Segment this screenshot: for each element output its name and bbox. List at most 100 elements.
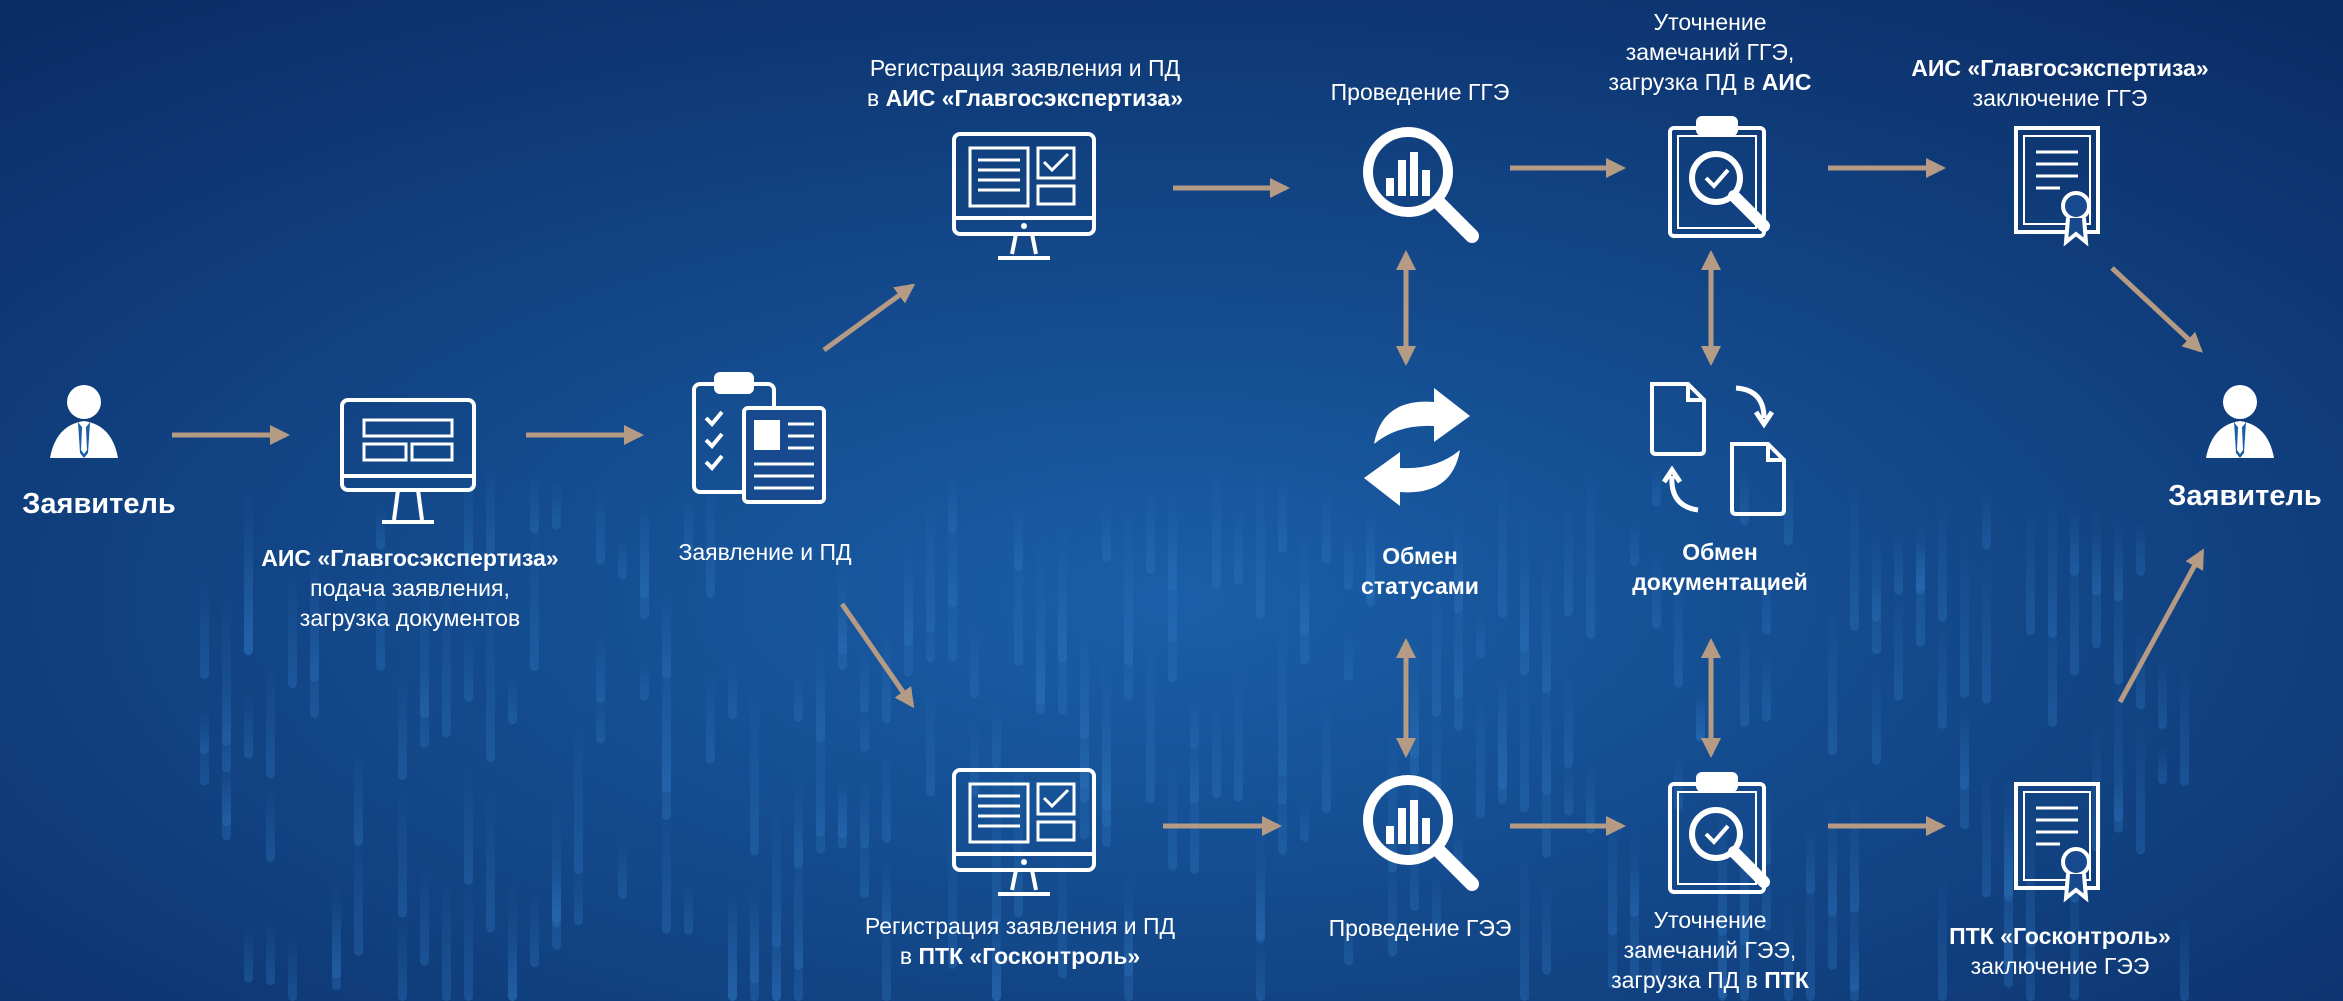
background-stripe [926, 489, 935, 633]
background-stripe [464, 471, 473, 557]
background-stripe [1388, 852, 1397, 957]
background-stripe [1124, 874, 1133, 977]
background-stripe [1542, 876, 1551, 975]
sync-arrows-icon [1364, 388, 1470, 506]
background-stripe [1674, 568, 1683, 688]
ais-submit-line2: загрузка документов [299, 604, 521, 631]
background-stripe [2136, 519, 2145, 576]
background-stripe [1476, 676, 1485, 818]
background-stripe [1520, 645, 1529, 813]
ais-submit-line1: подача заявления, [310, 574, 510, 601]
background-stripe [618, 839, 627, 899]
background-stripe [354, 824, 363, 956]
document-exchange-icon [1652, 384, 1784, 514]
background-stripe [1828, 851, 1837, 970]
background-stripe [1564, 762, 1573, 816]
background-stripe [816, 637, 825, 743]
background-stripe [354, 749, 363, 846]
background-stripe [442, 589, 451, 738]
background-stripe [2026, 928, 2035, 1001]
background-stripe [794, 820, 803, 970]
reg-ais-line1: Регистрация заявления и ПД [869, 55, 1181, 81]
background-stripe [552, 477, 561, 530]
background-stripe [1058, 523, 1067, 663]
background-stripe [1168, 754, 1177, 871]
background-stripe [992, 696, 1001, 769]
background-stripe [882, 889, 891, 1001]
background-stripe [266, 918, 275, 986]
background-stripe [1256, 937, 1265, 1001]
gee-label: Проведение ГЭЭ [1328, 915, 1512, 941]
background-stripe [640, 659, 649, 701]
reg-ptk-line1: Регистрация заявления и ПД [864, 913, 1176, 939]
background-stripe [1630, 524, 1639, 566]
background-stripe [1014, 524, 1023, 666]
background-stripe [1784, 902, 1793, 1001]
background-stripe [1674, 753, 1683, 810]
reg-ptk-label: Регистрация заявления и ПД в ПТК «Госкон… [830, 912, 1210, 972]
background-stripe [1300, 799, 1309, 842]
reg-ptk-prefix: в [899, 942, 919, 969]
gee-conclusion-line1: заключение ГЭЭ [1970, 952, 2150, 979]
background-stripe [1300, 577, 1309, 635]
monitor-checklist-icon [952, 768, 1096, 896]
background-stripe [2158, 743, 2167, 785]
background-stripe [2026, 808, 2035, 947]
background-stripe [1520, 569, 1529, 653]
background-stripe [838, 611, 847, 655]
background-stripe [1344, 629, 1353, 681]
background-stripe [1058, 839, 1067, 979]
ais-submit-label: АИС «Главгосэкспертиза» подача заявления… [230, 544, 590, 634]
arrows [172, 158, 2205, 836]
background-stripe [662, 804, 671, 934]
background-stripe [1828, 601, 1837, 756]
background-stripe [332, 884, 341, 991]
background-stripe [728, 891, 737, 1001]
background-stripe [618, 539, 627, 580]
background-stripe [1652, 939, 1661, 982]
background-stripe [1850, 935, 1859, 992]
background-stripe [970, 625, 979, 699]
background-stripe [1784, 460, 1793, 546]
gge-remarks-line2: замечаний ГГЭ, [1625, 38, 1795, 65]
monitor-checklist-icon [952, 132, 1096, 260]
background-stripe [1586, 758, 1595, 834]
background-stripe [1938, 617, 1947, 729]
background-stripe [1652, 547, 1661, 629]
background-stripe [530, 890, 539, 968]
background-stripe [420, 862, 429, 966]
magnifier-chart-icon [1368, 780, 1472, 884]
background-stripe [1872, 580, 1881, 655]
background-stripe [1630, 818, 1639, 980]
background-stripe [2114, 517, 2123, 602]
gee-remarks-line1: Уточнение [1653, 907, 1767, 933]
background-stripe [2092, 536, 2101, 596]
arrow-gge-conclusion-to-applicant [2110, 266, 2203, 353]
background-stripe [596, 630, 605, 703]
background-stripe [1454, 650, 1463, 731]
arrow-application-to-reg-ptk [839, 602, 915, 709]
background-stripe [728, 662, 737, 720]
background-stripe [574, 717, 583, 875]
background-stripe [970, 717, 979, 797]
arrow-gee-conclusion-to-applicant [2117, 548, 2205, 704]
background-stripe [310, 628, 319, 718]
background-stripe [860, 706, 869, 752]
reg-ais-label: Регистрация заявления и ПД в АИС «Главго… [830, 54, 1220, 114]
background-stripe [1432, 875, 1441, 931]
background-stripe [1520, 843, 1529, 1001]
status-exchange-label: Обмен статусами [1300, 542, 1540, 602]
background-stripe [1916, 537, 1925, 591]
applicant-left-label: Заявитель [22, 488, 176, 520]
background-stripe [1894, 531, 1903, 595]
background-stripe [926, 678, 935, 797]
gee-remarks-prefix: загрузка ПД в [1611, 966, 1765, 993]
certificate-icon [2014, 782, 2100, 900]
background-stripe [1762, 569, 1771, 635]
background-stripe [420, 573, 429, 718]
background-stripe [596, 694, 605, 744]
gge-remarks-bold: АИС [1761, 68, 1812, 95]
background-stripe [1564, 503, 1573, 617]
background-stripe [2158, 651, 2167, 729]
